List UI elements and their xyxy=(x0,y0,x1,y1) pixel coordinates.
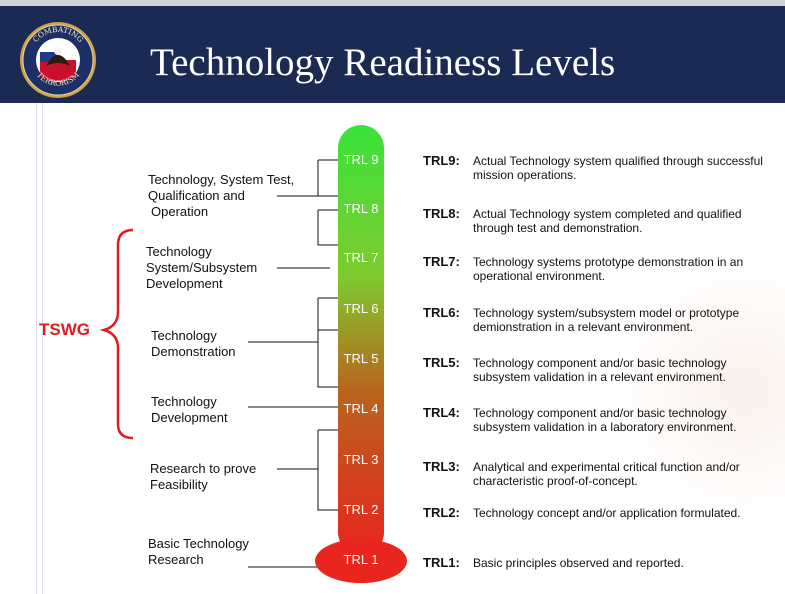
label-line: Technology xyxy=(151,394,217,409)
trl-4-label: TRL 4 xyxy=(344,401,379,416)
definition-key: TRL8: xyxy=(423,206,460,221)
thermometer-bulb xyxy=(315,539,407,583)
trl-5-label: TRL 5 xyxy=(344,351,379,366)
label-line: Basic Technology xyxy=(148,536,249,551)
definition-text: Basic principles observed and reported. xyxy=(473,556,684,570)
label-line: Research xyxy=(148,552,204,567)
label-research-feasibility: Research to prove Feasibility xyxy=(150,461,256,493)
label-system-test-qualification: Technology, System Test, Qualification a… xyxy=(148,172,294,220)
definition-text: Technology concept and/or application fo… xyxy=(473,506,741,520)
trl-3-label: TRL 3 xyxy=(344,452,379,467)
definition-key: TRL9: xyxy=(423,153,460,168)
tswg-bracket xyxy=(99,228,134,440)
label-line: Technology xyxy=(146,244,212,259)
label-line: Technology, System Test, xyxy=(148,172,295,187)
trl-7-label: TRL 7 xyxy=(344,250,379,265)
definition-text: Actual Technology system qualified throu… xyxy=(473,154,763,182)
page-title: Technology Readiness Levels xyxy=(150,41,616,84)
trl-9-label: TRL 9 xyxy=(344,152,379,167)
definition-text: Technology component and/or basic techno… xyxy=(473,406,737,434)
label-technology-development: Technology Development xyxy=(151,394,228,426)
decorative-line xyxy=(36,103,37,594)
definition-text: Analytical and experimental critical fun… xyxy=(473,460,740,488)
header-top-line xyxy=(0,0,785,6)
trl-1-label: TRL 1 xyxy=(344,552,379,567)
label-system-subsystem-development: Technology System/Subsystem Development xyxy=(146,244,257,292)
label-line: Development xyxy=(151,410,228,425)
label-line: Feasibility xyxy=(150,477,208,492)
label-basic-research: Basic Technology Research xyxy=(148,536,249,568)
header-bar: COMBATING TERRORISM Technology Readiness… xyxy=(0,0,785,103)
decorative-line xyxy=(42,103,43,594)
trl-6-label: TRL 6 xyxy=(344,301,379,316)
seal-icon: COMBATING TERRORISM xyxy=(20,22,96,98)
definition-text: Technology systems prototype demonstrati… xyxy=(473,255,744,283)
label-line: Operation xyxy=(151,204,209,219)
trl-thermometer-diagram: TRL 9 TRL 8 TRL 7 TRL 6 TRL 5 TRL 4 TRL … xyxy=(99,125,407,583)
label-line: Technology xyxy=(151,328,217,343)
label-line: System/Subsystem xyxy=(146,260,258,275)
definition-key: TRL2: xyxy=(423,505,460,520)
definition-text: Technology component and/or basic techno… xyxy=(473,356,727,384)
label-technology-demonstration: Technology Demonstration xyxy=(151,328,236,360)
definition-key: TRL1: xyxy=(423,555,460,570)
definition-text: Actual Technology system completed and q… xyxy=(473,207,742,235)
label-line: Qualification and xyxy=(148,188,245,203)
thermometer-tube xyxy=(338,125,384,555)
label-line: Research to prove xyxy=(150,461,257,476)
label-line: Demonstration xyxy=(151,344,236,359)
definition-key: TRL4: xyxy=(423,405,460,420)
definition-text: Technology system/subsystem model or pro… xyxy=(473,306,740,334)
trl-8-label: TRL 8 xyxy=(344,201,379,216)
definition-key: TRL3: xyxy=(423,459,460,474)
label-line: Development xyxy=(146,276,223,291)
background-watermark xyxy=(625,240,785,540)
definition-key: TRL5: xyxy=(423,355,460,370)
trl-2-label: TRL 2 xyxy=(344,502,379,517)
definition-key: TRL6: xyxy=(423,305,460,320)
definition-key: TRL7: xyxy=(423,254,460,269)
tswg-label: TSWG xyxy=(39,320,90,339)
